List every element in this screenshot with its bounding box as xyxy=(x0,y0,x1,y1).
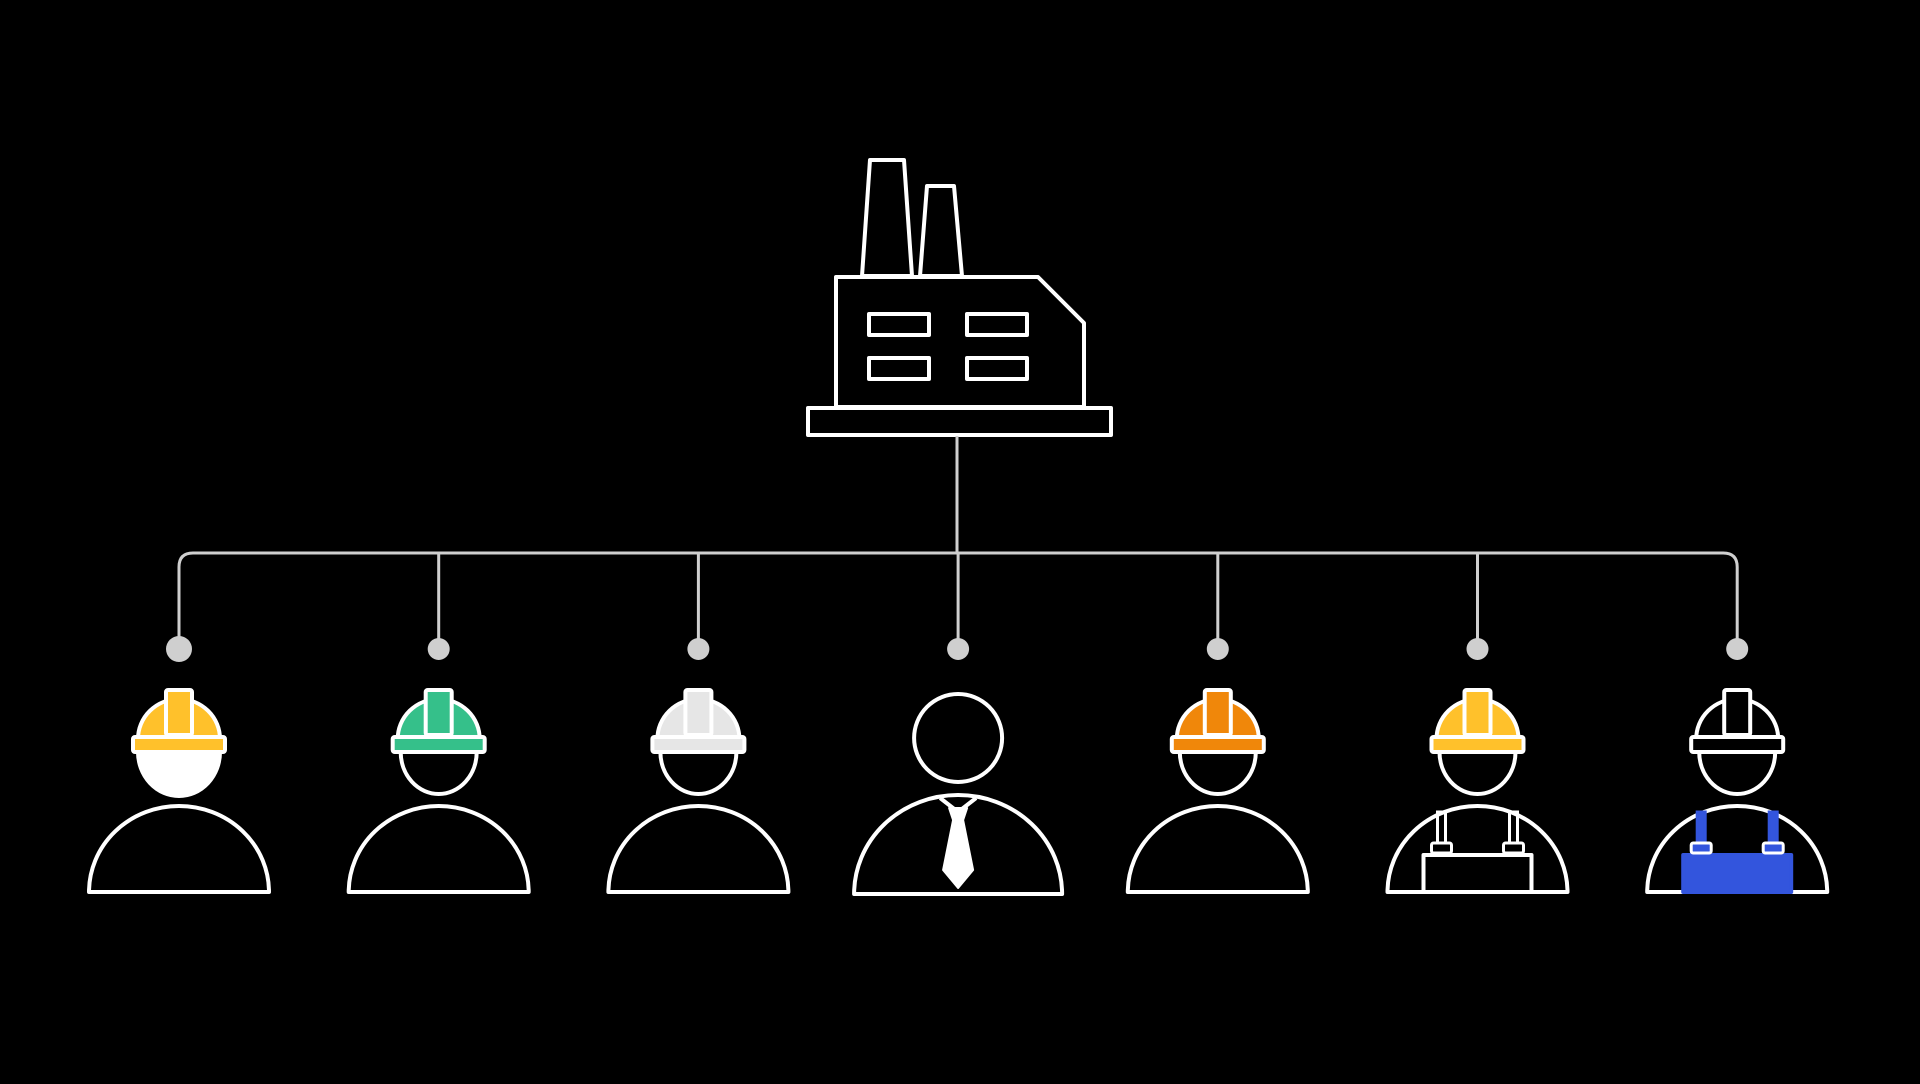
hardhat-brim xyxy=(1689,735,1786,754)
person-head xyxy=(912,692,1005,784)
person-body xyxy=(1385,804,1570,894)
connector-dot xyxy=(1726,638,1749,660)
hardhat-brim xyxy=(650,735,747,754)
person-body xyxy=(852,793,1065,896)
worker-green-helmet xyxy=(346,688,531,894)
connector-dot xyxy=(1206,638,1229,660)
worker-overalls-icon xyxy=(1645,688,1830,894)
hardhat-ridge xyxy=(1722,688,1753,737)
connector-dot xyxy=(166,636,192,662)
overalls-button xyxy=(1761,841,1785,855)
person-face xyxy=(1437,751,1518,796)
hardhat-ridge xyxy=(683,688,714,737)
hardhat-brim xyxy=(131,735,227,754)
overalls-strap xyxy=(1508,810,1519,848)
worker-yellow-helmet-overalls xyxy=(1385,688,1570,894)
person-face xyxy=(658,751,739,796)
worker-hardhat-icon xyxy=(346,688,531,894)
person-face xyxy=(1177,751,1258,796)
connector-lines xyxy=(166,436,1749,662)
worker-hardhat-icon xyxy=(606,688,791,894)
connector-dot xyxy=(1466,638,1489,660)
hardhat-ridge xyxy=(164,688,194,737)
person-body xyxy=(606,804,791,894)
worker-hardhat-icon xyxy=(1125,688,1310,894)
hardhat-ridge xyxy=(423,688,454,737)
worker-hardhat-icon xyxy=(87,688,271,894)
hardhat-brim xyxy=(1429,735,1526,754)
hardhat-ridge xyxy=(1462,688,1493,737)
overalls-bib xyxy=(1421,853,1534,894)
hardhat-ridge xyxy=(1202,688,1233,737)
worker-black-helmet-blue-overalls xyxy=(1645,688,1830,894)
person-body xyxy=(346,804,531,894)
person-body xyxy=(1125,804,1310,894)
tie-icon xyxy=(942,807,975,889)
worker-row xyxy=(87,688,1830,896)
worker-orange-helmet xyxy=(1125,688,1310,894)
overalls-bib xyxy=(1681,853,1794,894)
hardhat-brim xyxy=(1169,735,1266,754)
worker-overalls-icon xyxy=(1385,688,1570,894)
person-face xyxy=(398,751,479,796)
overalls-button xyxy=(1502,841,1525,855)
connector-dot xyxy=(687,638,710,660)
overalls-button xyxy=(1430,841,1453,855)
person-face xyxy=(135,750,223,798)
overalls-strap xyxy=(1767,810,1779,848)
factory-icon xyxy=(806,158,1113,437)
person-face xyxy=(1697,751,1778,796)
manager-tie xyxy=(852,692,1065,896)
person-body xyxy=(1645,804,1830,894)
hardhat-brim xyxy=(390,735,487,754)
overalls-button xyxy=(1689,841,1713,855)
worker-yellow-helmet-solid-face xyxy=(87,688,271,894)
connector-dot xyxy=(427,638,450,660)
manager-tie-icon xyxy=(852,692,1065,896)
overalls-strap xyxy=(1436,810,1447,848)
overalls-strap xyxy=(1695,810,1707,848)
worker-white-helmet xyxy=(606,688,791,894)
connector-dot xyxy=(947,638,970,660)
person-body xyxy=(87,804,271,894)
